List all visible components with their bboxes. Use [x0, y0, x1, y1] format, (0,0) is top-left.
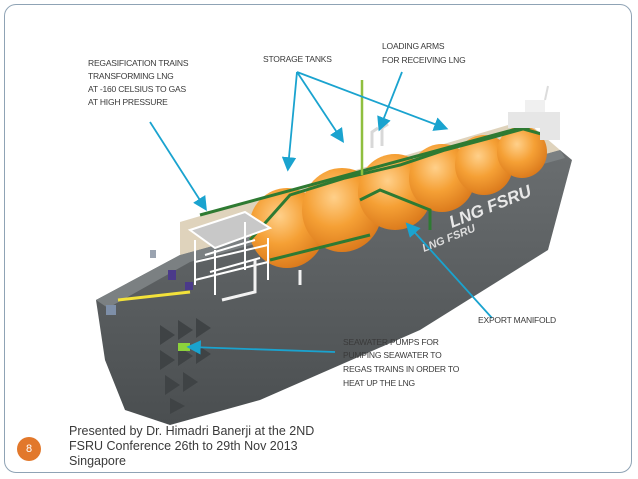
- ship-hull: [96, 150, 572, 425]
- presenter-credit: Presented by Dr. Himadri Banerji at the …: [69, 424, 339, 469]
- slide-number-badge: 8: [17, 437, 41, 461]
- label-pumps-1: SEAWATER PUMPS FOR: [343, 337, 439, 347]
- callout-arrows: [149, 71, 493, 355]
- callout-labels: REGASIFICATION TRAINS TRANSFORMING LNG A…: [88, 41, 556, 388]
- label-regas-3: AT -160 CELSIUS TO GAS: [88, 84, 186, 94]
- label-loading-1: LOADING ARMS: [382, 41, 445, 51]
- footer-line-3: Singapore: [69, 454, 126, 468]
- label-export: EXPORT MANIFOLD: [478, 315, 556, 325]
- bow-ballast-cells: [160, 318, 211, 414]
- arrow-export: [405, 222, 493, 319]
- label-pumps-2: PUMPING SEAWATER TO: [343, 350, 442, 360]
- deck-standpipes: [221, 260, 302, 302]
- slide-frame: [4, 4, 632, 473]
- label-pumps-3: REGAS TRAINS IN ORDER TO: [343, 364, 460, 374]
- arrow-loading: [377, 71, 403, 132]
- deck-equipment: [106, 250, 193, 315]
- regasification-trains: [187, 210, 273, 295]
- seawater-pump: [178, 343, 190, 351]
- deck-pipeline: [117, 290, 191, 302]
- label-pumps-4: HEAT UP THE LNG: [343, 378, 415, 388]
- superstructure: [508, 85, 560, 140]
- footer-line-1: Presented by Dr. Himadri Banerji at the …: [69, 424, 315, 438]
- label-regas-1: REGASIFICATION TRAINS: [88, 58, 189, 68]
- label-loading-2: FOR RECEIVING LNG: [382, 55, 466, 65]
- arrow-storage-3: [296, 71, 449, 131]
- arrow-regas: [149, 121, 207, 212]
- label-storage: STORAGE TANKS: [263, 54, 332, 64]
- label-regas-4: AT HIGH PRESSURE: [88, 97, 168, 107]
- arrow-storage-1: [281, 71, 298, 172]
- arrow-storage-2: [296, 71, 344, 144]
- arrow-pumps: [186, 340, 336, 355]
- footer-line-2: FSRU Conference 26th to 29th Nov 2013: [69, 439, 298, 453]
- label-regas-2: TRANSFORMING LNG: [88, 71, 174, 81]
